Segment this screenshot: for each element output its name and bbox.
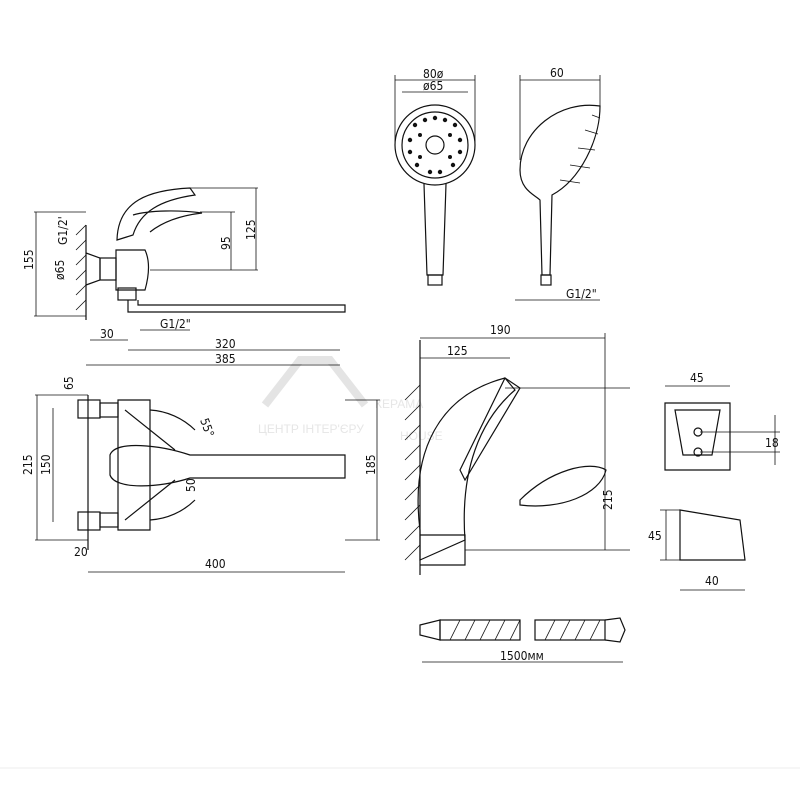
- dim-80-label: 80ø: [423, 67, 444, 81]
- watermark: КЕРАМА HOUSE ЦЕНТР ІНТЕР'ЄРУ: [258, 356, 443, 443]
- dim-215-label: 215: [21, 454, 35, 475]
- dim-45-label: 45: [690, 371, 704, 385]
- dim-385-label: 385: [215, 352, 236, 366]
- angle-label: 55°: [197, 416, 217, 439]
- dim-190-label: 190: [490, 323, 511, 337]
- dim-20-label: 20: [74, 545, 88, 559]
- dim-150-label: 150: [39, 454, 53, 475]
- dim-40-label: 40: [705, 574, 719, 588]
- outlet-thread-label: G1/2": [160, 317, 191, 331]
- hand-shower-front-view: 80ø ø65: [394, 67, 476, 286]
- dim-65-top-label: 65: [62, 376, 76, 390]
- dim-18-label: 18: [765, 436, 779, 450]
- hose-length-label: 1500мм: [500, 649, 544, 663]
- dim-45-side-label: 45: [648, 529, 662, 543]
- watermark-brand: КЕРАМА: [375, 397, 423, 411]
- mixer-top-view: 65 215 150 55° 50 185 20 400: [21, 376, 380, 573]
- dim-30-label: 30: [100, 327, 114, 341]
- shower-holder-view: 190 125 215: [404, 323, 630, 575]
- dim-60-label: 60: [550, 66, 564, 80]
- thread-top-label: G1/2': [56, 216, 70, 245]
- thread-label: G1/2": [566, 287, 597, 301]
- dim-320-label: 320: [215, 337, 236, 351]
- bracket-views: 45 18 45 40: [648, 371, 780, 591]
- mixer-side-view: 155 G1/2' ø65 95 125 30 G1/2" 320 385: [22, 187, 346, 366]
- dim-215-holder-label: 215: [601, 489, 615, 510]
- watermark-tagline: ЦЕНТР ІНТЕР'ЄРУ: [258, 422, 364, 436]
- dim-155-label: 155: [22, 249, 36, 270]
- dim-65-label: ø65: [423, 79, 443, 93]
- watermark-brand2: HOUSE: [400, 429, 443, 443]
- dim-95-label: 95: [219, 236, 233, 250]
- flange-label: ø65: [53, 260, 67, 280]
- dim-185-label: 185: [364, 454, 378, 475]
- dim-400-label: 400: [205, 557, 226, 571]
- dim-125-label: 125: [244, 219, 258, 240]
- hose-view: 1500мм: [419, 617, 626, 663]
- dim-50-label: 50: [184, 478, 198, 492]
- hand-shower-side-view: 60 G1/2": [515, 66, 601, 301]
- dim-125-holder-label: 125: [447, 344, 468, 358]
